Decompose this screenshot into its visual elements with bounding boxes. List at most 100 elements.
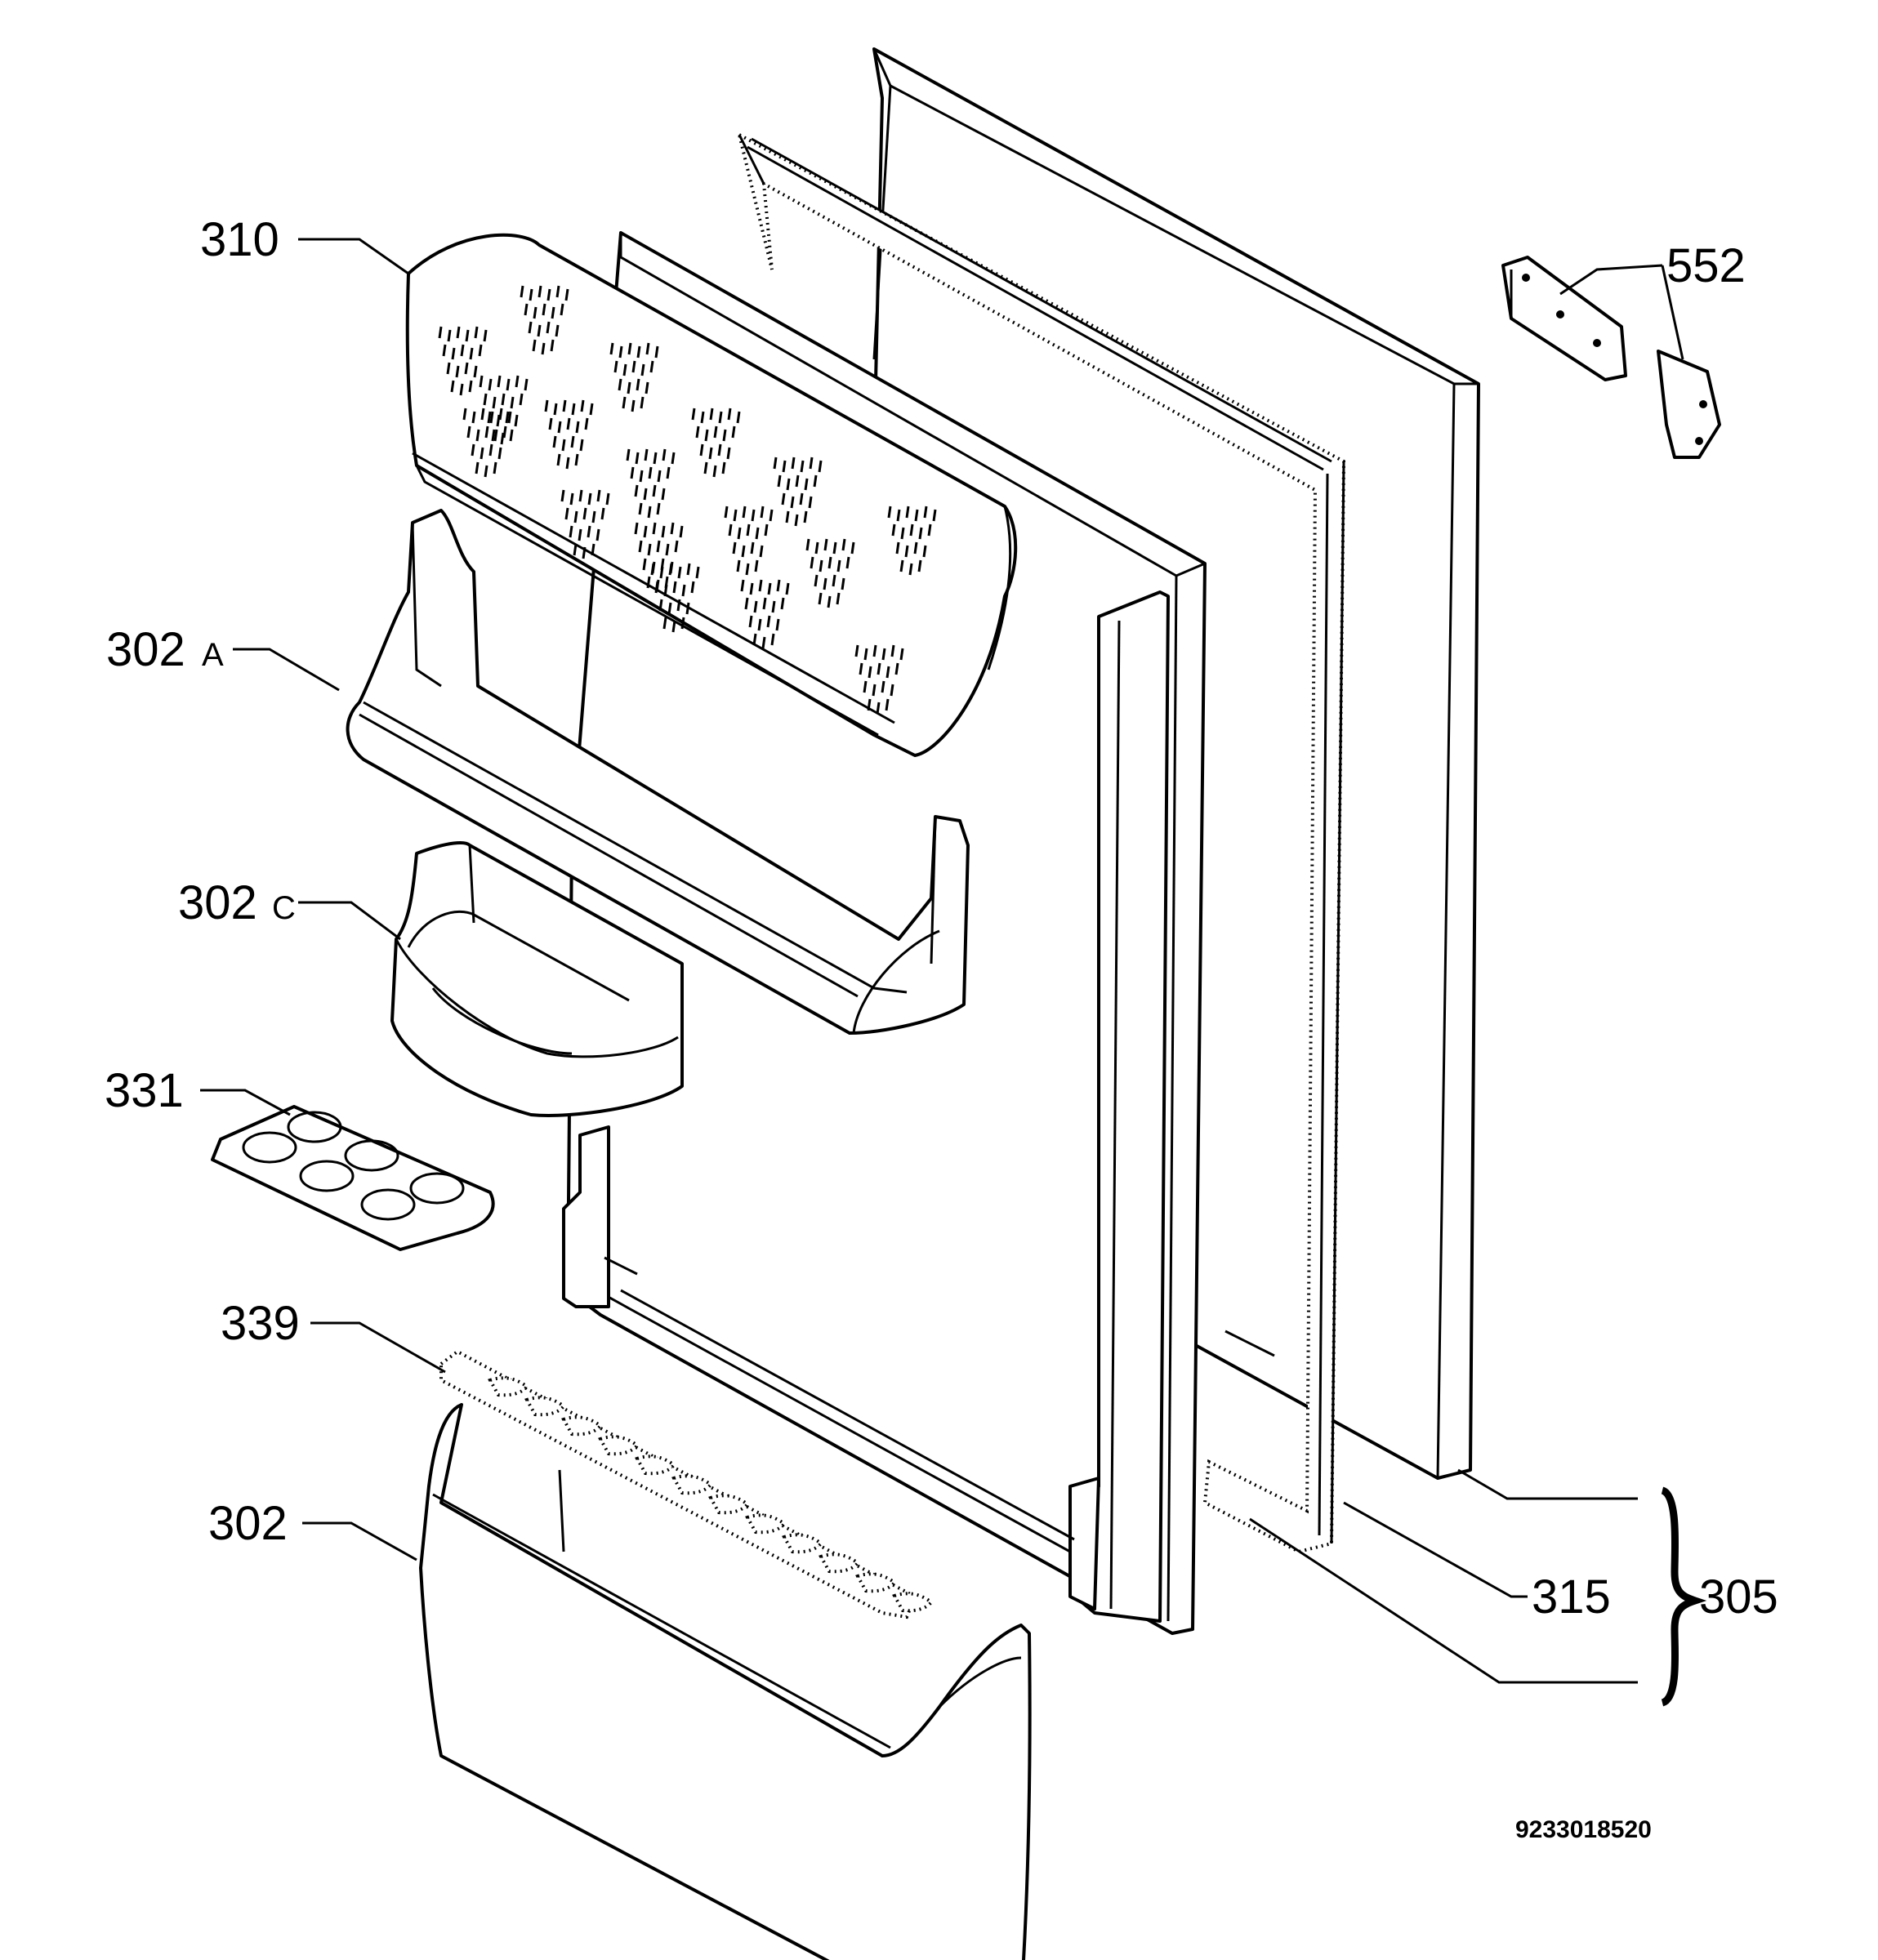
vent-slot [672, 581, 677, 594]
vent-slot [732, 541, 737, 555]
vent-slot [761, 636, 766, 649]
vent-slot [546, 321, 551, 334]
label-302c-suffix: C [272, 890, 296, 926]
vent-slot [497, 447, 502, 460]
vent-slot [818, 460, 823, 473]
vent-slot [507, 411, 512, 424]
vent-slot [671, 620, 676, 633]
vent-slot [794, 514, 799, 527]
butter-lid-310: /* vent marks drawn below */ [405, 233, 1018, 757]
label-310: 310 [200, 213, 279, 266]
vent-slot [541, 342, 546, 355]
vent-slot [733, 509, 738, 522]
vent-slot [700, 411, 705, 424]
vent-slot [630, 466, 635, 479]
vent-slot [785, 582, 790, 595]
callout-labels: 310 302 A 302 C 331 339 302 552 315 305 … [105, 213, 1778, 1843]
vent-slot [471, 443, 475, 457]
vent-slot [691, 408, 696, 421]
vent-slot [800, 460, 805, 473]
vent-slot [661, 525, 666, 538]
vent-slot [648, 466, 653, 479]
vent-slot [548, 417, 553, 430]
vent-slot [663, 584, 668, 597]
vent-slot [636, 378, 640, 391]
vent-slot [775, 618, 780, 631]
vent-slot [758, 579, 763, 592]
vent-slot [561, 439, 566, 452]
vent-slot [542, 303, 546, 316]
vent-slot [722, 429, 727, 442]
vent-slot [923, 506, 928, 519]
vent-slot [520, 285, 524, 298]
vent-slot [868, 666, 872, 679]
vent-slot [493, 429, 498, 442]
vent-slot [760, 506, 765, 519]
vent-slot [553, 403, 558, 416]
vent-slot [551, 306, 555, 319]
vent-slot [777, 474, 782, 488]
vent-slot [754, 559, 759, 572]
vent-slot [685, 602, 690, 615]
vent-slot [695, 566, 700, 579]
vent-slot [740, 579, 745, 592]
vent-slot [537, 324, 542, 337]
vent-slot [769, 509, 774, 522]
vent-slot [605, 492, 610, 506]
vent-slot [656, 540, 661, 553]
vent-slot [877, 662, 881, 675]
vent-slot [887, 506, 892, 519]
label-302a-suffix: A [202, 637, 224, 673]
vent-slot [556, 453, 561, 466]
vent-slot [791, 457, 796, 470]
vent-slot [748, 615, 753, 628]
vent-slot [580, 399, 585, 412]
vent-slot [836, 559, 841, 572]
vent-slot [827, 595, 832, 608]
vent-slot [803, 510, 808, 523]
vent-slot [459, 383, 464, 396]
vent-slot [832, 574, 836, 587]
vent-slot [647, 506, 652, 519]
vent-slot [767, 582, 772, 595]
rail-tooth [745, 1513, 787, 1535]
vent-slot [757, 618, 762, 631]
vent-slot [885, 666, 890, 679]
vent-slot [566, 417, 571, 430]
vent-slot [618, 378, 622, 391]
vent-slot [872, 684, 877, 697]
vent-slot [480, 408, 485, 421]
vent-slot [872, 644, 877, 657]
vent-slot [813, 474, 818, 488]
vent-slot [895, 541, 900, 555]
vent-slot [832, 541, 837, 555]
vent-slot [718, 411, 723, 424]
vent-slot [736, 411, 741, 424]
vent-slot [493, 461, 497, 474]
label-339: 339 [221, 1297, 300, 1350]
vent-slot [552, 435, 557, 448]
vent-slot [502, 425, 507, 439]
vent-slot [781, 492, 786, 506]
vent-slot [550, 339, 555, 352]
vent-slot [571, 403, 576, 416]
vent-slot [645, 342, 650, 355]
vent-slot [659, 566, 664, 579]
vent-slot [662, 448, 667, 461]
vent-slot [488, 378, 493, 391]
vent-slot [442, 344, 447, 357]
vent-slot [600, 507, 605, 520]
vent-slot [642, 558, 647, 571]
hinge-brackets-552 [1501, 256, 1721, 459]
vent-slot [587, 525, 591, 538]
vent-slot [724, 506, 729, 519]
vent-slot [643, 525, 648, 538]
vent-slot [679, 525, 684, 538]
rail-teeth [488, 1376, 934, 1613]
vent-slot [753, 600, 758, 613]
vent-slot [509, 429, 514, 442]
vent-slot [505, 411, 510, 424]
drawing-code: 9233018520 [1515, 1816, 1652, 1843]
vent-slot [483, 329, 488, 342]
